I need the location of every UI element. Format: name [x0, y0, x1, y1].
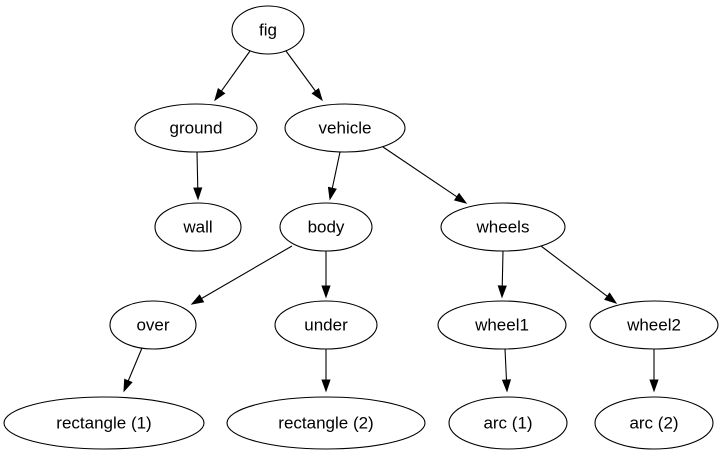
node-wheels[interactable]: wheels: [440, 202, 566, 252]
node-shape-ellipse[interactable]: [154, 202, 242, 252]
node-wall[interactable]: wall: [154, 202, 242, 252]
edge-body-to-over: [190, 245, 293, 305]
node-wheel1[interactable]: wheel1: [437, 300, 567, 350]
node-shape-ellipse[interactable]: [3, 396, 205, 450]
edge-wheels-to-wheel1: [497, 250, 507, 299]
node-label: body: [308, 217, 345, 236]
node-label: arc (2): [629, 413, 678, 432]
edges-layer: [123, 50, 659, 393]
edge-line: [540, 245, 608, 297]
edge-vehicle-to-wheels: [382, 146, 468, 204]
arrowhead-icon: [649, 379, 659, 393]
node-vehicle[interactable]: vehicle: [284, 103, 406, 153]
node-fig[interactable]: fig: [231, 5, 305, 55]
edge-ground-to-wall: [193, 151, 203, 201]
node-arc2[interactable]: arc (2): [594, 396, 714, 450]
edge-line: [220, 50, 251, 92]
arrowhead-icon: [190, 294, 205, 305]
node-rectangle1[interactable]: rectangle (1): [3, 396, 205, 450]
node-wheel2[interactable]: wheel2: [589, 300, 719, 350]
edge-wheel1-to-arc1: [501, 348, 512, 393]
edge-fig-to-vehicle: [285, 50, 323, 102]
node-label: vehicle: [319, 118, 372, 137]
edge-line: [285, 50, 316, 92]
arrowhead-icon: [123, 378, 133, 393]
edge-line: [127, 347, 143, 382]
nodes-layer: fig ground vehicle wall body wheels over under w…: [3, 5, 719, 450]
node-shape-ellipse[interactable]: [437, 300, 567, 350]
node-shape-ellipse[interactable]: [284, 103, 406, 153]
arrowhead-icon: [321, 285, 331, 299]
node-label: ground: [170, 118, 223, 137]
edge-fig-to-ground: [214, 50, 251, 102]
arrowhead-icon: [453, 192, 468, 204]
node-shape-ellipse[interactable]: [448, 396, 568, 450]
node-label: rectangle (2): [278, 413, 373, 432]
arrowhead-icon: [501, 379, 512, 393]
edge-wheel2-to-arc2: [649, 349, 659, 393]
edge-line: [504, 348, 508, 381]
edge-vehicle-to-body: [327, 151, 341, 201]
node-label: wheel1: [474, 315, 529, 334]
node-label: wall: [182, 217, 212, 236]
arrowhead-icon: [321, 379, 331, 393]
node-label: under: [304, 315, 348, 334]
edge-line: [331, 151, 341, 189]
edge-over-to-rectangle1: [123, 347, 143, 393]
node-ground[interactable]: ground: [134, 103, 258, 153]
node-shape-ellipse[interactable]: [274, 300, 378, 350]
node-label: arc (1): [483, 413, 532, 432]
node-shape-ellipse[interactable]: [589, 300, 719, 350]
arrowhead-icon: [214, 87, 226, 102]
edge-under-to-rectangle2: [321, 349, 331, 393]
arrowhead-icon: [604, 292, 618, 304]
arrowhead-icon: [497, 285, 507, 299]
node-shape-ellipse[interactable]: [134, 103, 258, 153]
node-arc1[interactable]: arc (1): [448, 396, 568, 450]
node-shape-ellipse[interactable]: [226, 396, 426, 450]
node-label: wheel2: [626, 315, 681, 334]
edge-line: [201, 245, 293, 299]
arrowhead-icon: [311, 88, 323, 102]
edge-line: [501, 250, 504, 287]
node-shape-ellipse[interactable]: [109, 300, 197, 350]
node-shape-ellipse[interactable]: [594, 396, 714, 450]
edge-body-to-under: [321, 251, 331, 299]
edge-line: [382, 146, 458, 198]
node-over[interactable]: over: [109, 300, 197, 350]
node-shape-ellipse[interactable]: [279, 202, 373, 252]
node-rectangle2[interactable]: rectangle (2): [226, 396, 426, 450]
node-label: rectangle (1): [56, 413, 151, 432]
node-label: fig: [259, 20, 277, 39]
node-under[interactable]: under: [274, 300, 378, 350]
edge-wheels-to-wheel2: [540, 245, 618, 304]
node-label: wheels: [476, 217, 530, 236]
node-body[interactable]: body: [279, 202, 373, 252]
node-shape-ellipse[interactable]: [231, 5, 305, 55]
arrowhead-icon: [327, 186, 337, 201]
node-shape-ellipse[interactable]: [440, 202, 566, 252]
edge-line: [196, 151, 199, 189]
arrowhead-icon: [193, 187, 203, 201]
node-label: over: [136, 315, 169, 334]
